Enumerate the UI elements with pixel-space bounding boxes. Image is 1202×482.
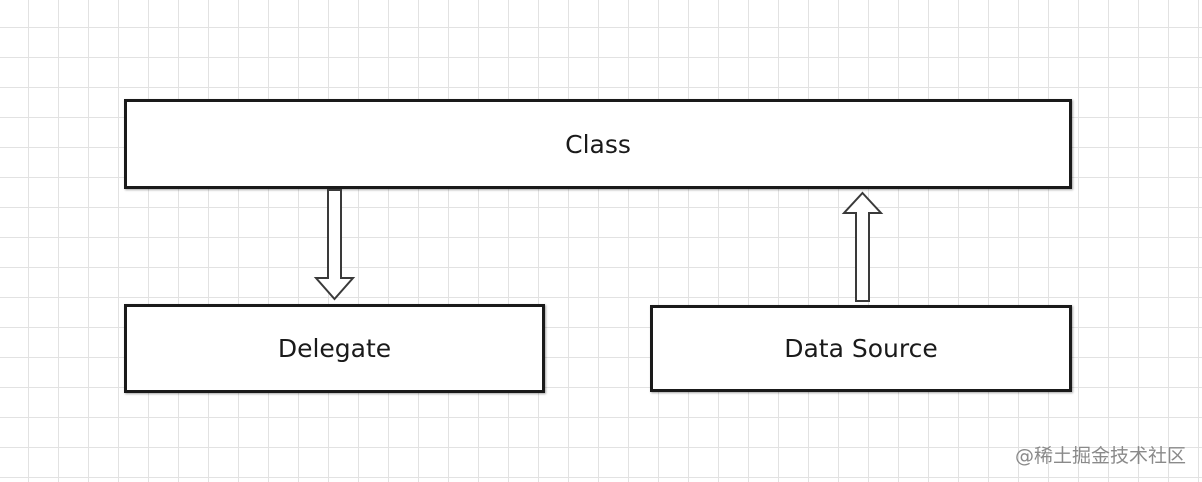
class-node-label: Class: [565, 129, 631, 159]
data-source-node-label: Data Source: [784, 334, 938, 363]
watermark: @稀土掘金技术社区: [1014, 445, 1186, 467]
delegate-node-label: Delegate: [277, 334, 392, 363]
delegate-node: Delegate: [124, 304, 545, 393]
data-source-node: Data Source: [650, 305, 1072, 392]
class-node: Class: [124, 99, 1072, 189]
arrow-up-icon: [841, 191, 884, 302]
arrow-down-icon: [313, 189, 356, 301]
